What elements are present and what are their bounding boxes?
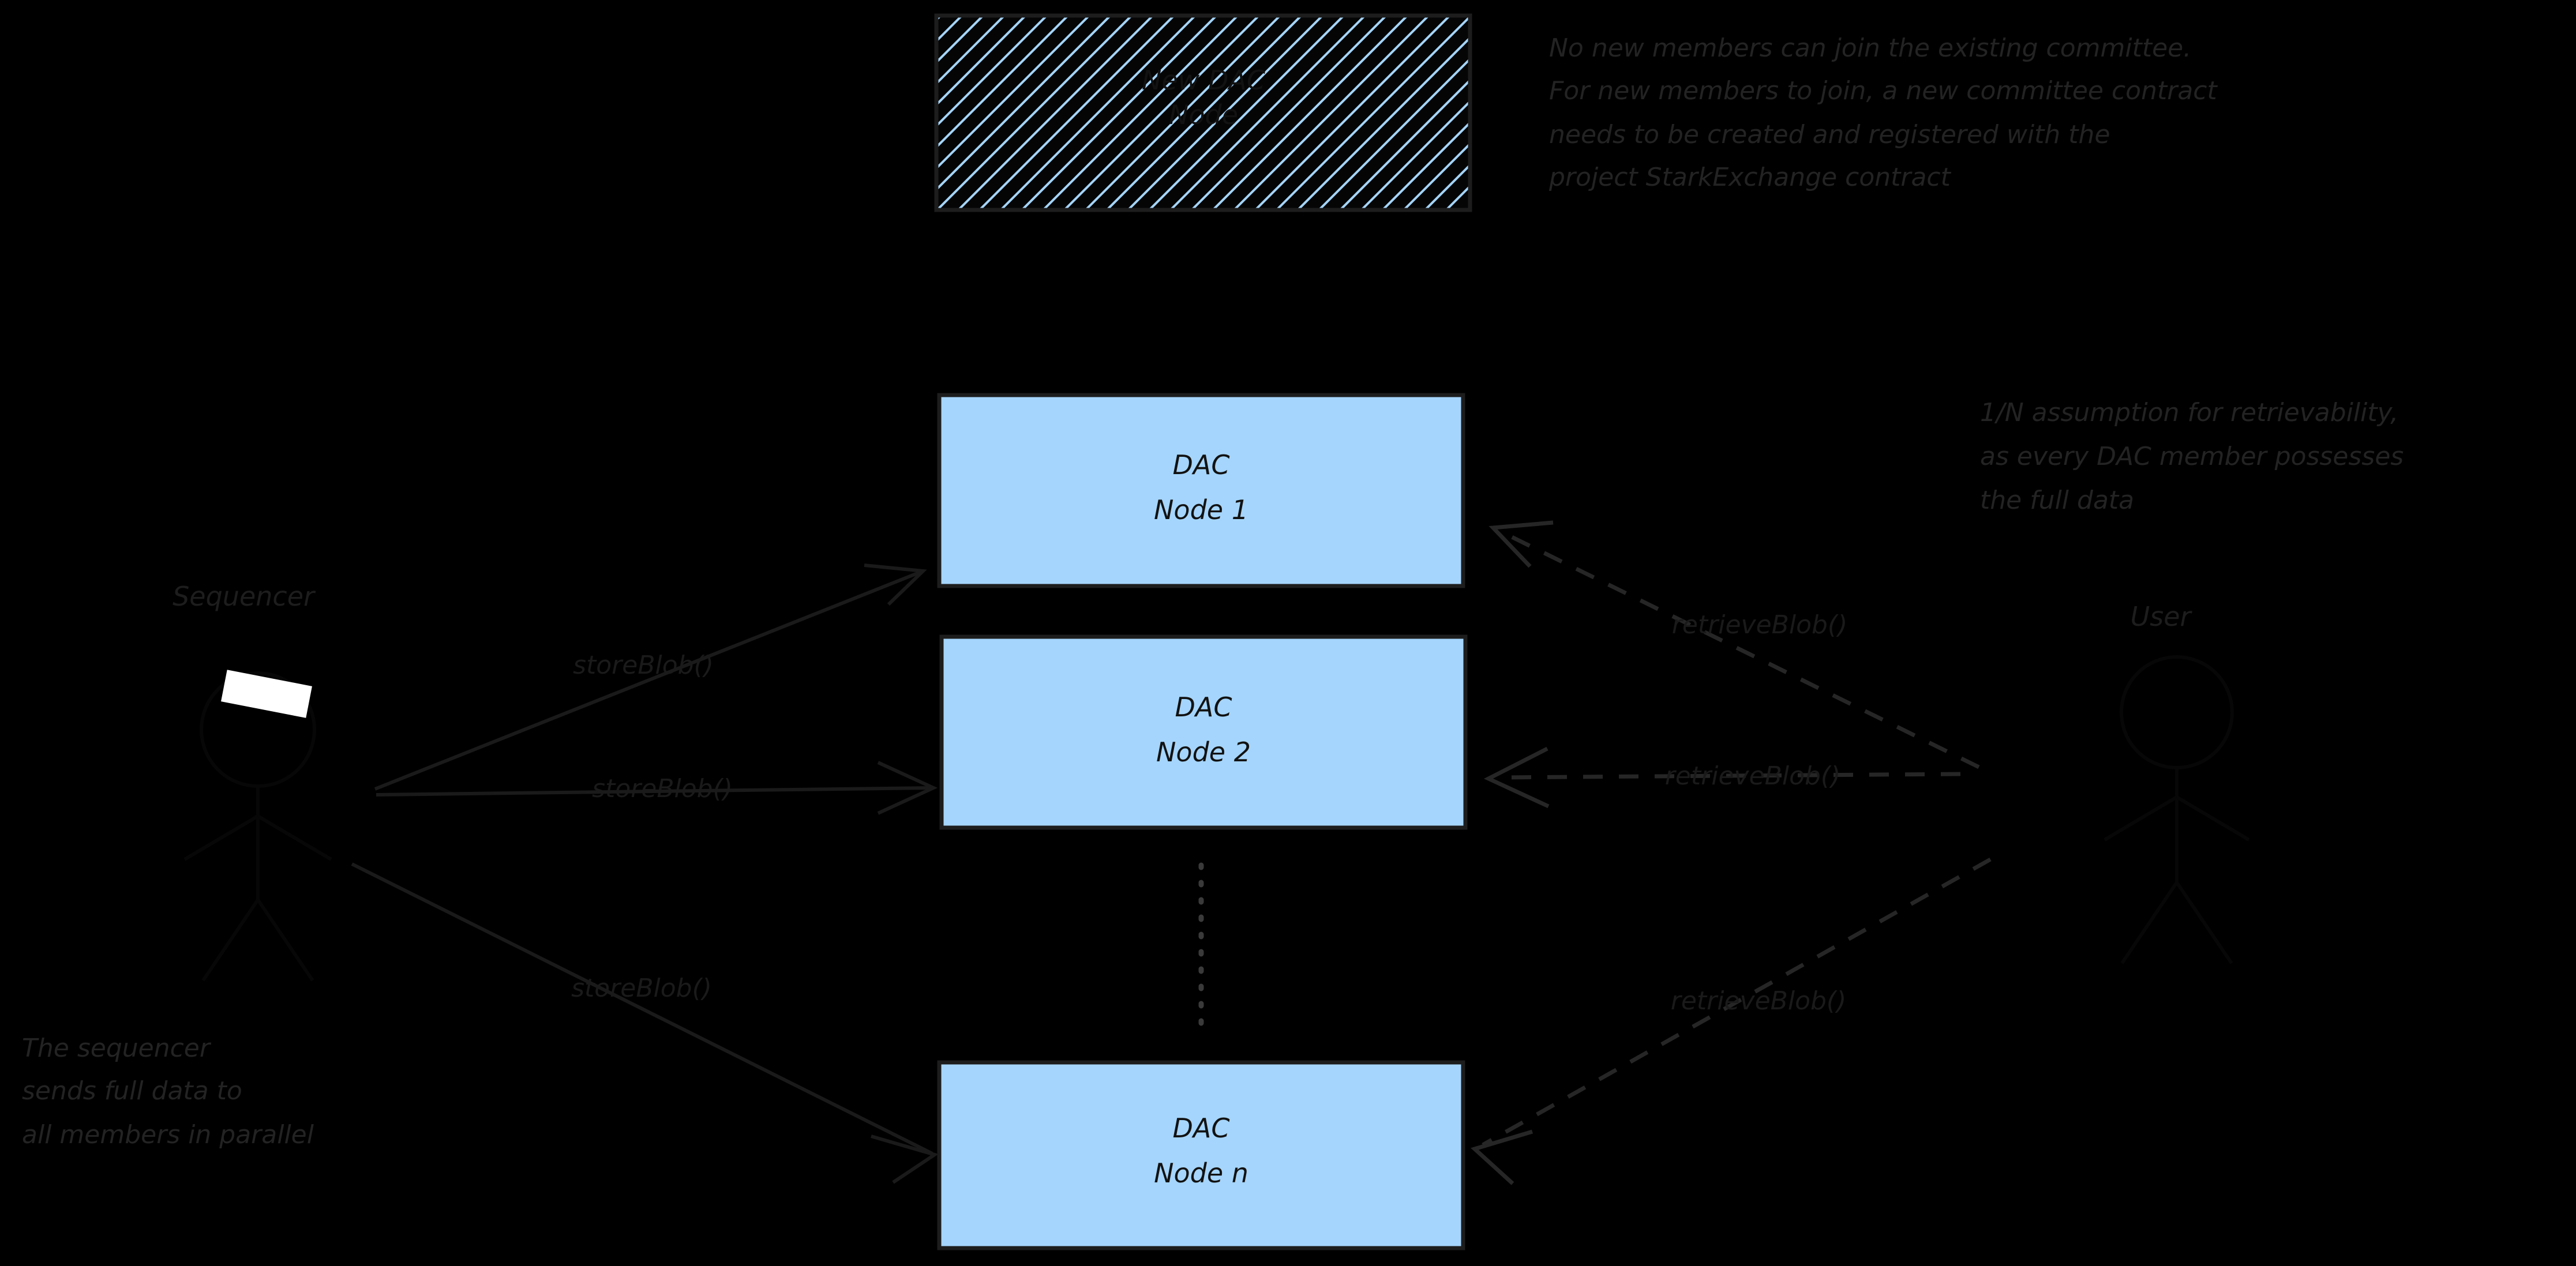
dac-node-1-line2: Node 1 (1154, 494, 1248, 525)
note-retrievability-line-3: the full data (1980, 486, 2134, 515)
new-dac-node-hatch (934, 13, 1472, 212)
note-committee-line-2: For new members to join, a new committee… (1549, 76, 2218, 106)
edge-store-node2: storeBlob() (376, 761, 938, 815)
edge-store-node1: storeBlob() (374, 563, 927, 791)
dac-node-n-box (937, 1060, 1465, 1250)
note-sequencer-line-2: sends full data to (22, 1076, 242, 1106)
new-dac-node-line1: New DAC (1142, 65, 1265, 96)
edge-store-noden: storeBlob() (351, 862, 939, 1184)
note-retrievability-line-2: as every DAC member possesses (1980, 442, 2403, 471)
edge-store-noden-label: storeBlob() (571, 974, 712, 1003)
note-committee-line-4: project StarkExchange contract (1548, 163, 1952, 192)
note-sequencer-line-3: all members in parallel (22, 1120, 314, 1149)
note-committee-line-1: No new members can join the existing com… (1549, 33, 2191, 63)
sequencer-actor[interactable]: Sequencer (173, 581, 332, 982)
user-label: User (2131, 601, 2193, 632)
sequencer-stick-figure-icon (183, 671, 332, 982)
new-dac-node-box[interactable]: New DAC Node (934, 13, 1472, 212)
new-dac-node-line2: Node (1169, 99, 1238, 130)
dac-node-n-line1: DAC (1172, 1113, 1229, 1144)
sequencer-label: Sequencer (173, 581, 316, 612)
dac-node-n[interactable]: DAC Node n (937, 1060, 1465, 1250)
dac-node-2-box (939, 634, 1468, 830)
sequencer-highlight-bar (221, 670, 312, 718)
note-committee: No new members can join the existing com… (1548, 33, 2218, 192)
dac-node-2-line2: Node 2 (1156, 737, 1251, 768)
edge-store-node1-label: storeBlob() (573, 651, 714, 680)
edge-retrieve-node1: retrieveBlob() (1488, 520, 1980, 769)
edge-retrieve-noden-label: retrieveBlob() (1671, 986, 1847, 1016)
note-sequencer-line-1: The sequencer (22, 1034, 212, 1063)
note-retrievability: 1/N assumption for retrievability, as ev… (1980, 398, 2403, 515)
dac-node-1-box (937, 393, 1465, 588)
user-stick-figure-icon (2103, 655, 2250, 964)
note-retrievability-line-1: 1/N assumption for retrievability, (1980, 398, 2398, 427)
user-actor[interactable]: User (2103, 601, 2250, 964)
edge-retrieve-node2: retrieveBlob() (1483, 746, 1961, 809)
dac-node-1[interactable]: DAC Node 1 (937, 393, 1465, 588)
dac-node-1-line1: DAC (1172, 449, 1229, 480)
edge-retrieve-node1-label: retrieveBlob() (1672, 610, 1848, 640)
dac-node-2[interactable]: DAC Node 2 (939, 634, 1468, 830)
dac-node-n-line2: Node n (1154, 1158, 1248, 1189)
note-committee-line-3: needs to be created and registered with … (1549, 120, 2110, 149)
edge-store-node2-label: storeBlob() (592, 774, 733, 803)
dac-node-2-line1: DAC (1175, 692, 1232, 723)
note-sequencer-parallel: The sequencer sends full data to all mem… (22, 1034, 314, 1149)
edge-retrieve-node2-label: retrieveBlob() (1665, 761, 1841, 791)
edge-retrieve-noden: retrieveBlob() (1471, 857, 1992, 1185)
